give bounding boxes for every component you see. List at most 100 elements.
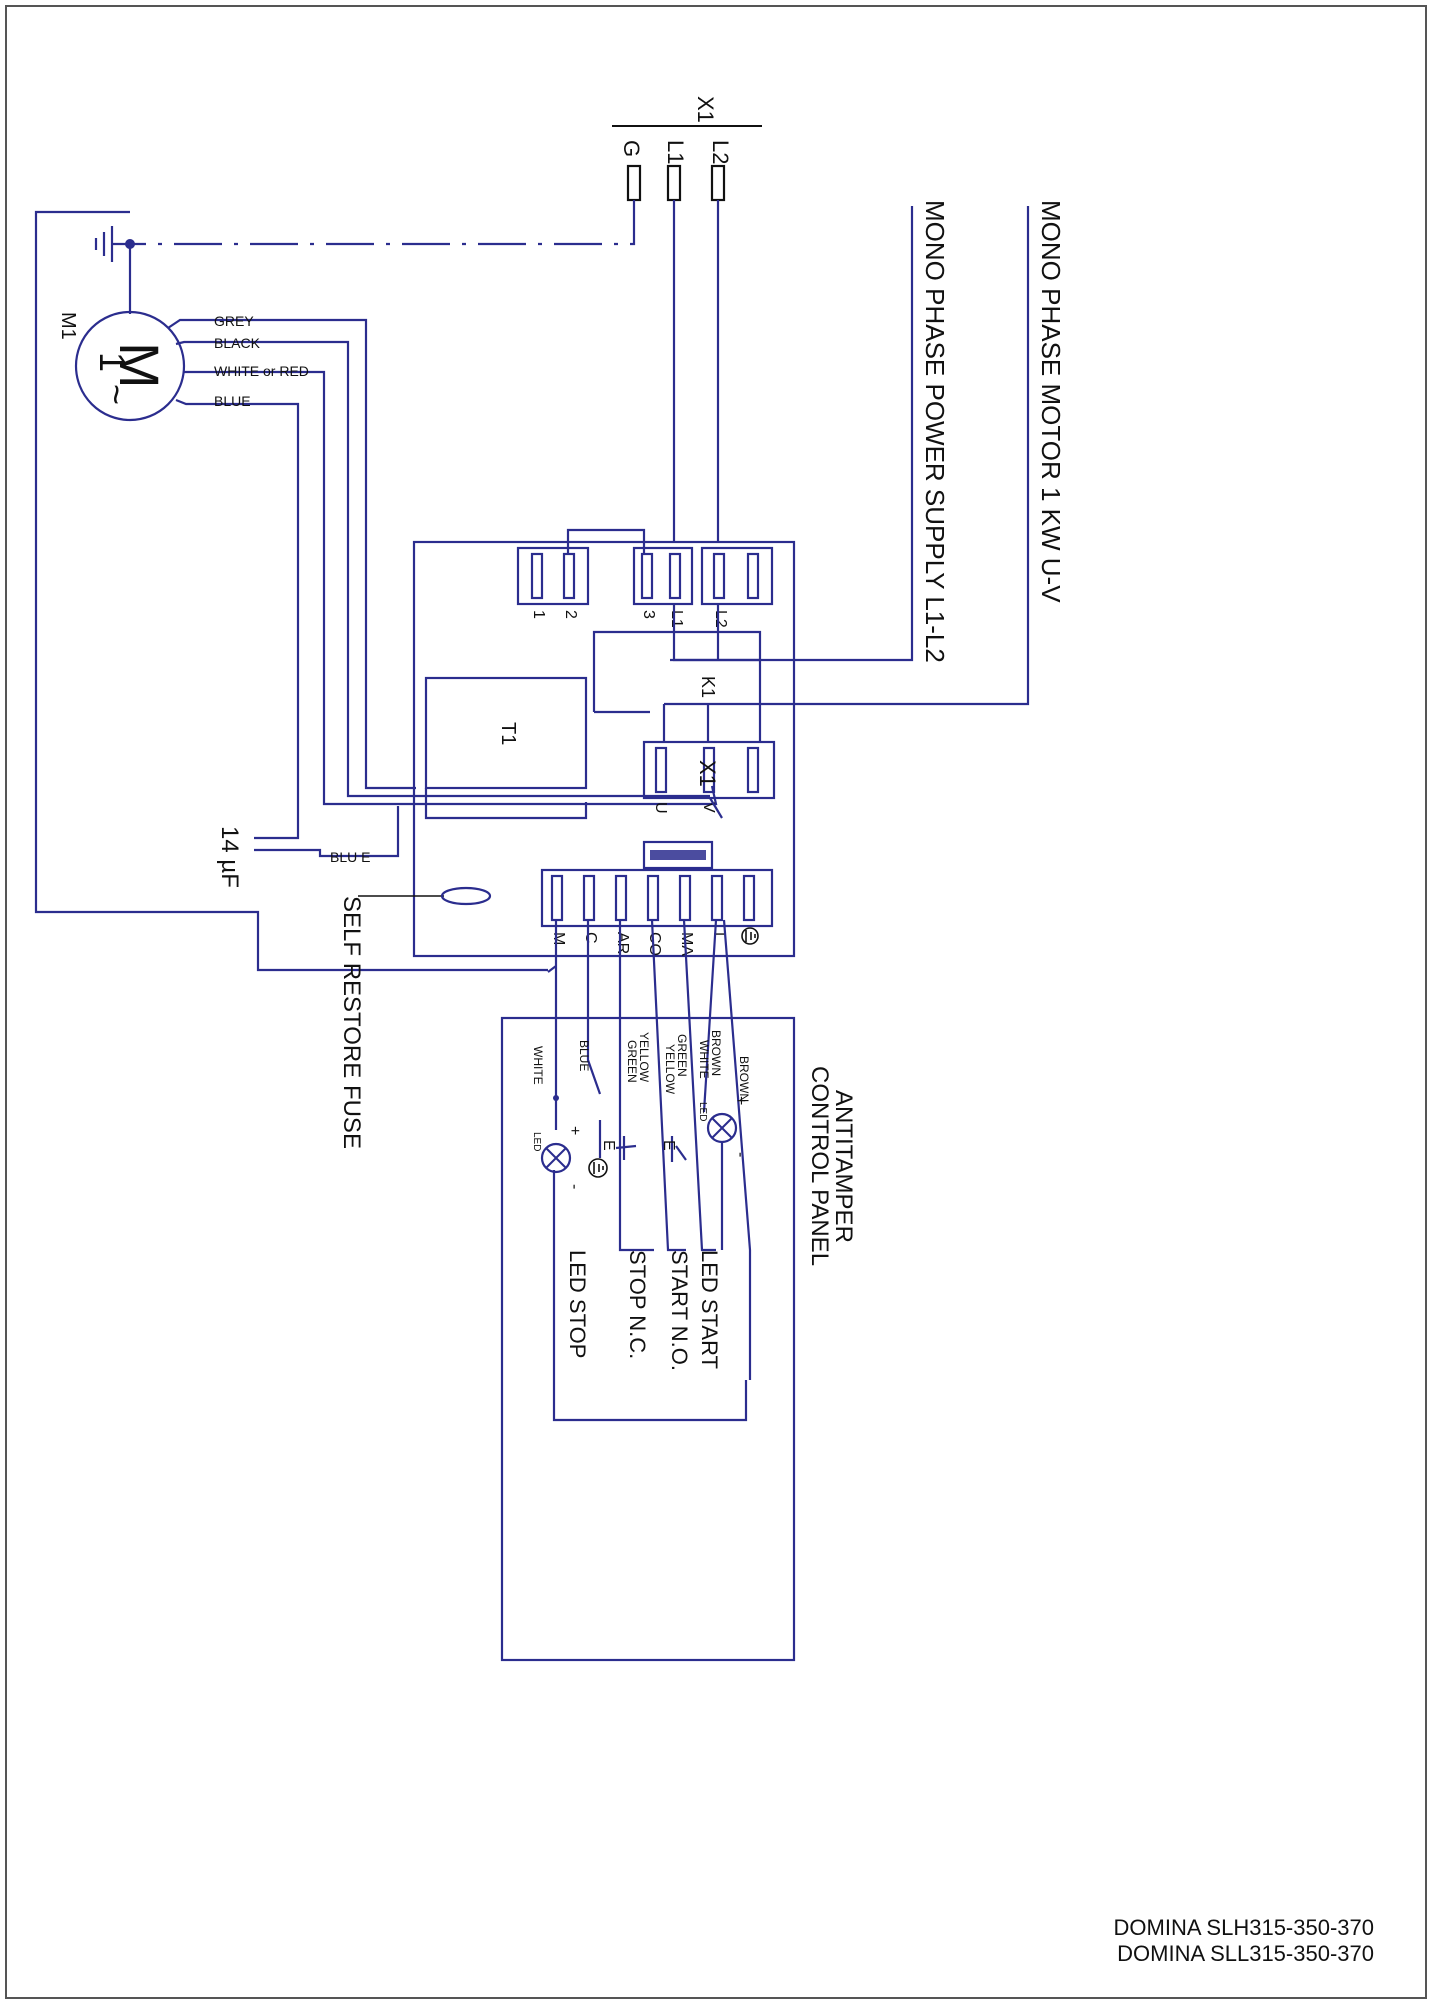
- terminal-block-bottom: M C AR CO MA L: [540, 868, 774, 956]
- panel-wire-green-1: GREEN: [625, 1040, 639, 1083]
- panel-wire-blue: BLUE: [577, 1040, 591, 1071]
- wire-grey: [167, 318, 416, 790]
- wire-node-white: [553, 1095, 559, 1101]
- transformer-bottom: [424, 788, 588, 820]
- model-footer: DOMINA SLH315-350-370 DOMINA SLL315-350-…: [1114, 1915, 1374, 1967]
- wire-fuse-loop: [34, 210, 548, 972]
- panel-wire-white-2: WHITE: [697, 1040, 711, 1079]
- relay-l-bridge: [672, 604, 760, 662]
- terminal-3: 3: [640, 610, 657, 619]
- terminal-ar: AR: [614, 932, 631, 954]
- control-board: [412, 540, 796, 958]
- wire-label-grey: GREY: [214, 313, 254, 329]
- ground-icon-terminal: [741, 927, 759, 945]
- terminal-v: V: [700, 802, 717, 813]
- capacitor: 14 µF BLU E: [216, 806, 400, 888]
- pin-header: [642, 840, 714, 870]
- terminal-2: 2: [562, 610, 579, 619]
- motor-symbol: M: [108, 342, 171, 389]
- pin-label-g: G: [619, 140, 644, 157]
- page-border: [5, 5, 1427, 1999]
- capacitor-wire-label: BLU E: [330, 849, 370, 865]
- panel-item-led-stop: LED STOP: [565, 1250, 590, 1358]
- pin-l2: [710, 164, 726, 202]
- terminal-co: CO: [646, 932, 663, 956]
- supply-line: [670, 206, 914, 662]
- self-restore-fuse: SELF RESTORE FUSE: [338, 886, 492, 1149]
- fuse-label: SELF RESTORE FUSE: [338, 896, 365, 1149]
- panel-title-line1: ANTITAMPER: [830, 1090, 857, 1243]
- capacitor-value: 14 µF: [216, 826, 243, 888]
- panel-item-led-start: LED START: [697, 1250, 722, 1369]
- panel-return-loop: [552, 1170, 748, 1422]
- motor-line: [664, 206, 1030, 706]
- connector-x1: X1 G L1 L2: [612, 96, 762, 202]
- led-stop-plus: +: [566, 1126, 583, 1135]
- ground-wire: [130, 200, 636, 246]
- footer-line-2: DOMINA SLL315-350-370: [1117, 1941, 1374, 1966]
- led-start-lamp: + - LED: [697, 1096, 749, 1250]
- led-start-minus: -: [732, 1152, 749, 1157]
- stop-switch-e: E: [600, 1140, 617, 1151]
- terminal-ma: MA: [678, 932, 695, 956]
- stop-nc-switch: E: [600, 1136, 637, 1160]
- panel-wire-yellow-2: YELLOW: [663, 1044, 677, 1095]
- terminal-c: C: [582, 932, 599, 944]
- led-stop-lamp: + - LED: [531, 1126, 583, 1189]
- ground-symbol-motor: [94, 226, 114, 262]
- motor-ac-icon: ~: [96, 384, 137, 405]
- title-motor: MONO PHASE MOTOR 1 KW U-V: [1036, 200, 1066, 603]
- relay-k1-contact: [594, 704, 710, 742]
- terminal-u: U: [652, 802, 669, 814]
- wire-label-white-red: WHITE or RED: [214, 363, 309, 379]
- wire-panel-m: [547, 920, 558, 1130]
- wire-label-black: BLACK: [214, 335, 261, 351]
- wire-panel-ma: [682, 919, 716, 1252]
- terminal-l1: L1: [668, 610, 685, 628]
- panel-item-stop-nc: STOP N.C.: [625, 1250, 650, 1359]
- relay-k1-label: K1: [698, 676, 718, 698]
- antitamper-panel: [500, 1016, 796, 1662]
- wire-panel-ar: [618, 920, 654, 1252]
- ground-icon-panel: [588, 1158, 608, 1178]
- title-supply: MONO PHASE POWER SUPPLY L1-L2: [920, 200, 950, 663]
- motor-ref: M1: [57, 312, 79, 340]
- motor-circle: [74, 310, 186, 422]
- terminal-x1-label: X1: [695, 760, 720, 787]
- transformer-t1-label: T1: [497, 722, 519, 745]
- wire-panel-co: [650, 919, 686, 1252]
- panel-wire-brown-1: BROWN: [709, 1030, 723, 1076]
- panel-wire-yellow-1: YELLOW: [637, 1032, 651, 1083]
- start-no-switch: E: [660, 1136, 687, 1162]
- pin-label-l2: L2: [708, 140, 733, 164]
- panel-wire-brown-2: BROWN: [737, 1056, 751, 1102]
- pin-l1: [666, 164, 682, 202]
- wire-panel-l: [702, 919, 718, 1113]
- wire-label-blue: BLUE: [214, 393, 251, 409]
- panel-title-line2: CONTROL PANEL: [806, 1066, 833, 1266]
- wire-black: [175, 340, 710, 798]
- led-start-tag: LED: [697, 1102, 708, 1121]
- relay-k1-frame: [592, 630, 762, 742]
- wire-blue: [175, 398, 300, 824]
- wire-panel-c: [586, 920, 602, 1095]
- connector-x1-label: X1: [693, 96, 718, 123]
- pin-label-l1: L1: [663, 140, 688, 164]
- wire-white-red: [184, 370, 718, 806]
- panel-wire-green-2: GREEN: [675, 1034, 689, 1077]
- led-stop-tag: LED: [531, 1132, 542, 1151]
- terminal-m: M: [550, 932, 567, 945]
- pin-g: [626, 164, 642, 202]
- terminal-x1-output: X1 U V: [642, 740, 776, 819]
- transformer-t1: [424, 676, 588, 790]
- terminal-l: L: [710, 932, 727, 941]
- footer-line-1: DOMINA SLH315-350-370: [1113, 1915, 1374, 1940]
- motor-m1: M1 M 1 ~: [57, 310, 186, 422]
- panel-wire-white: WHITE: [531, 1046, 545, 1085]
- start-switch-e: E: [660, 1140, 677, 1151]
- led-stop-minus: -: [566, 1184, 583, 1189]
- motor-phase: 1: [92, 352, 133, 372]
- panel-item-start-no: START N.O.: [667, 1250, 692, 1371]
- terminal-block-top: 1 2 3 L1 L2: [516, 528, 774, 628]
